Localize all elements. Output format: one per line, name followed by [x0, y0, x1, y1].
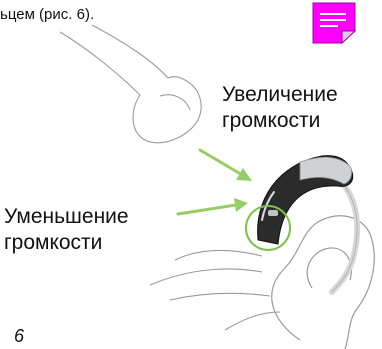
hand-drawing [149, 249, 281, 331]
volume-button-highlight [245, 205, 291, 251]
hearing-aid-device [257, 155, 354, 245]
intro-text: ьцем (рис. 6). [0, 6, 95, 23]
volume-down-label-line2: громкости [4, 231, 103, 254]
volume-down-label: Уменьшение громкости [4, 204, 129, 256]
volume-up-label: Увеличение громкости [222, 82, 338, 134]
volume-up-label-line1: Увеличение [222, 83, 338, 106]
finger-drawing [59, 24, 202, 144]
volume-up-arrow [198, 148, 252, 181]
note-icon[interactable] [312, 2, 356, 44]
volume-up-label-line2: громкости [222, 109, 321, 132]
figure-number: 6 [14, 326, 25, 346]
volume-down-arrow [176, 198, 248, 216]
volume-down-label-line1: Уменьшение [4, 205, 129, 228]
